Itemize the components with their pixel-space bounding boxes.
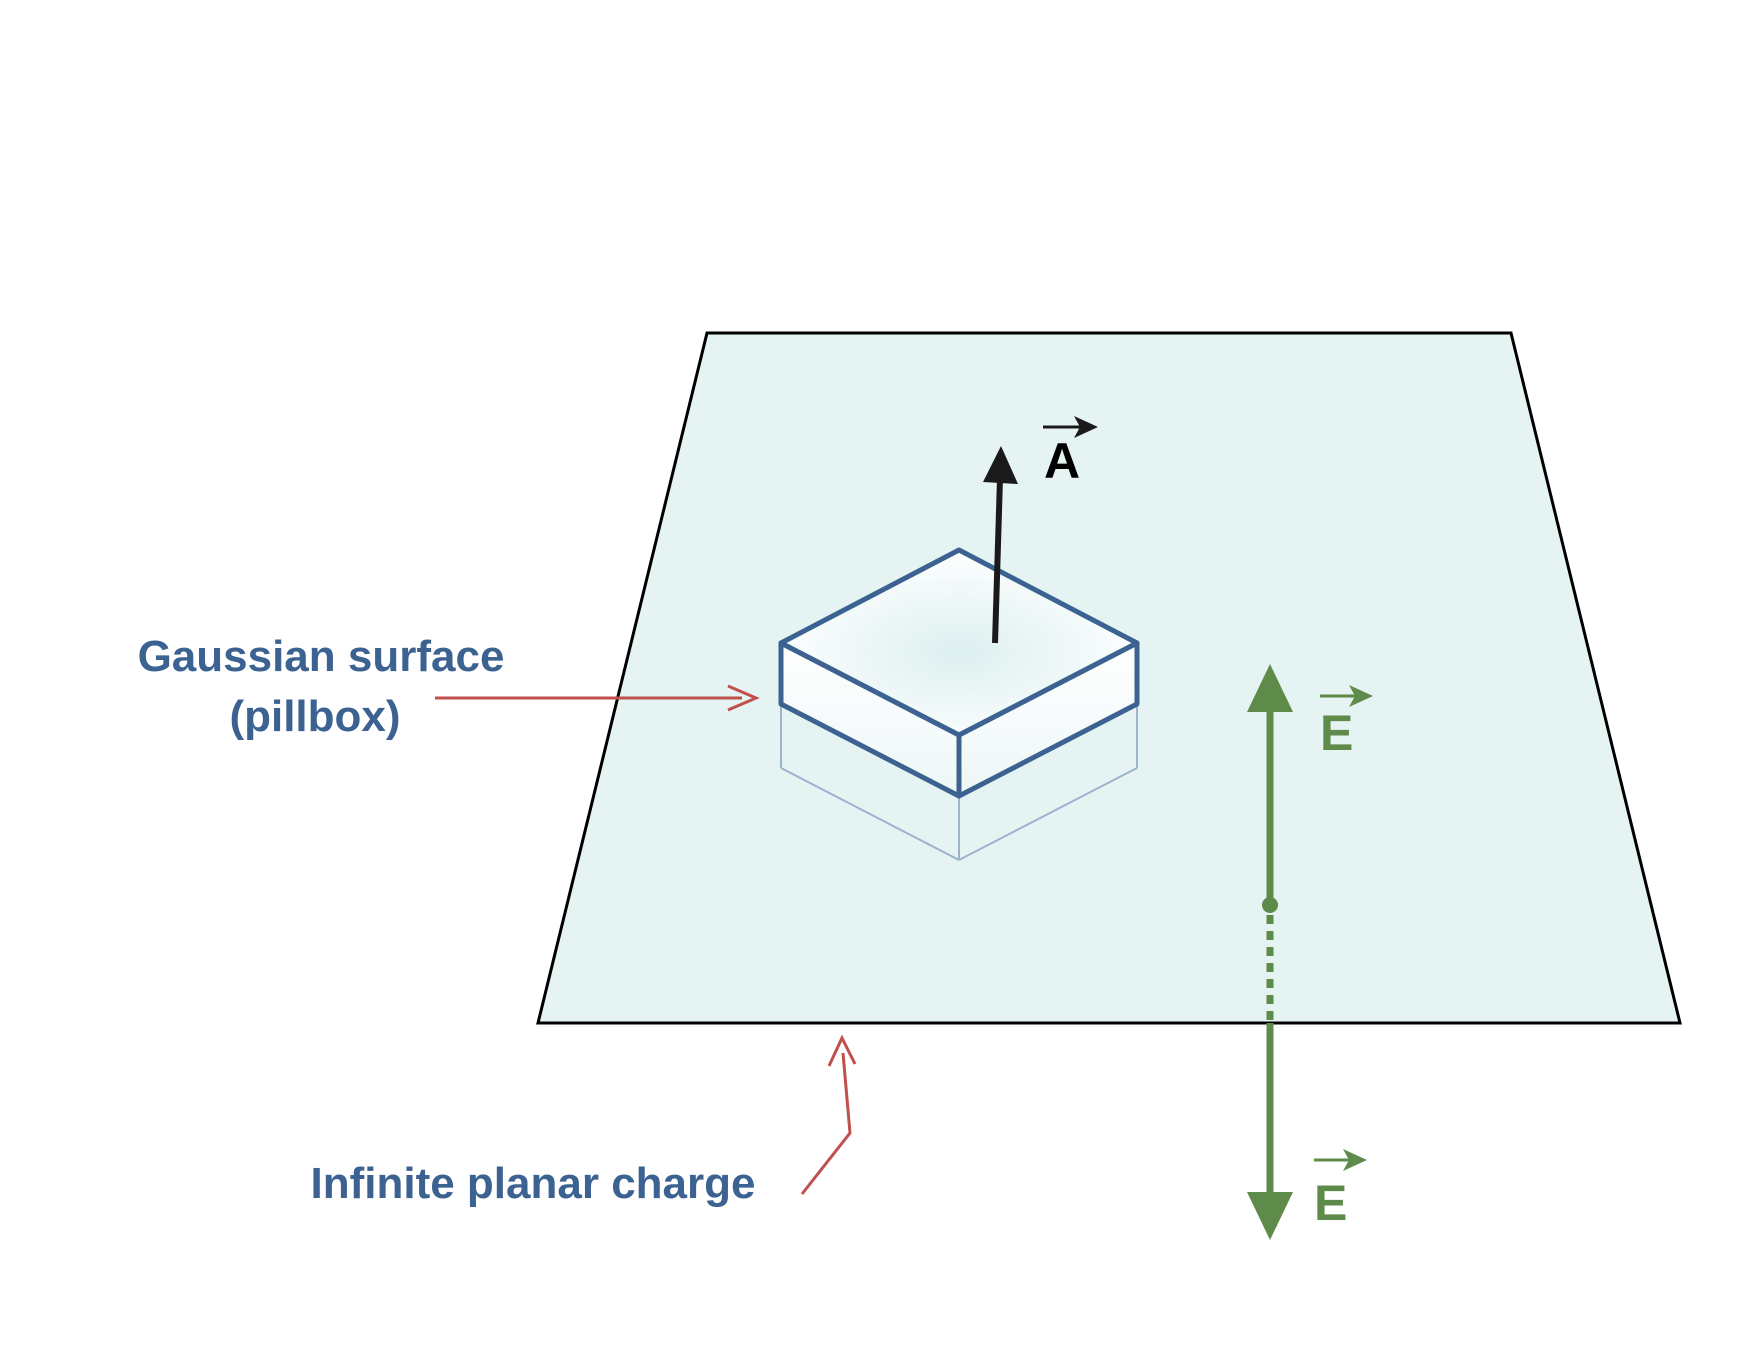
area-vector-arrow bbox=[983, 446, 1018, 644]
pillbox-lower-half bbox=[780, 704, 1138, 861]
gaussian-surface-label: Gaussian surface bbox=[138, 632, 505, 681]
plane-pointer-arrow bbox=[800, 1034, 857, 1195]
gaussian-pointer-arrow bbox=[435, 684, 760, 712]
gaussian-surface-sublabel: (pillbox) bbox=[229, 692, 400, 741]
field-up-text: E bbox=[1320, 705, 1353, 761]
field-down-text: E bbox=[1314, 1175, 1347, 1231]
field-up-label: E bbox=[1320, 685, 1373, 761]
field-down-label: E bbox=[1314, 1149, 1367, 1231]
plane-label: Infinite planar charge bbox=[311, 1159, 756, 1208]
area-vector-label: A bbox=[1043, 416, 1098, 489]
pillbox-top-face bbox=[778, 547, 1140, 738]
field-arrow-down bbox=[1247, 1023, 1293, 1240]
field-origin-dot bbox=[1262, 897, 1278, 913]
gaussian-pillbox bbox=[778, 547, 1140, 799]
area-vector-text: A bbox=[1044, 433, 1080, 489]
field-arrow-up bbox=[1247, 664, 1293, 1022]
